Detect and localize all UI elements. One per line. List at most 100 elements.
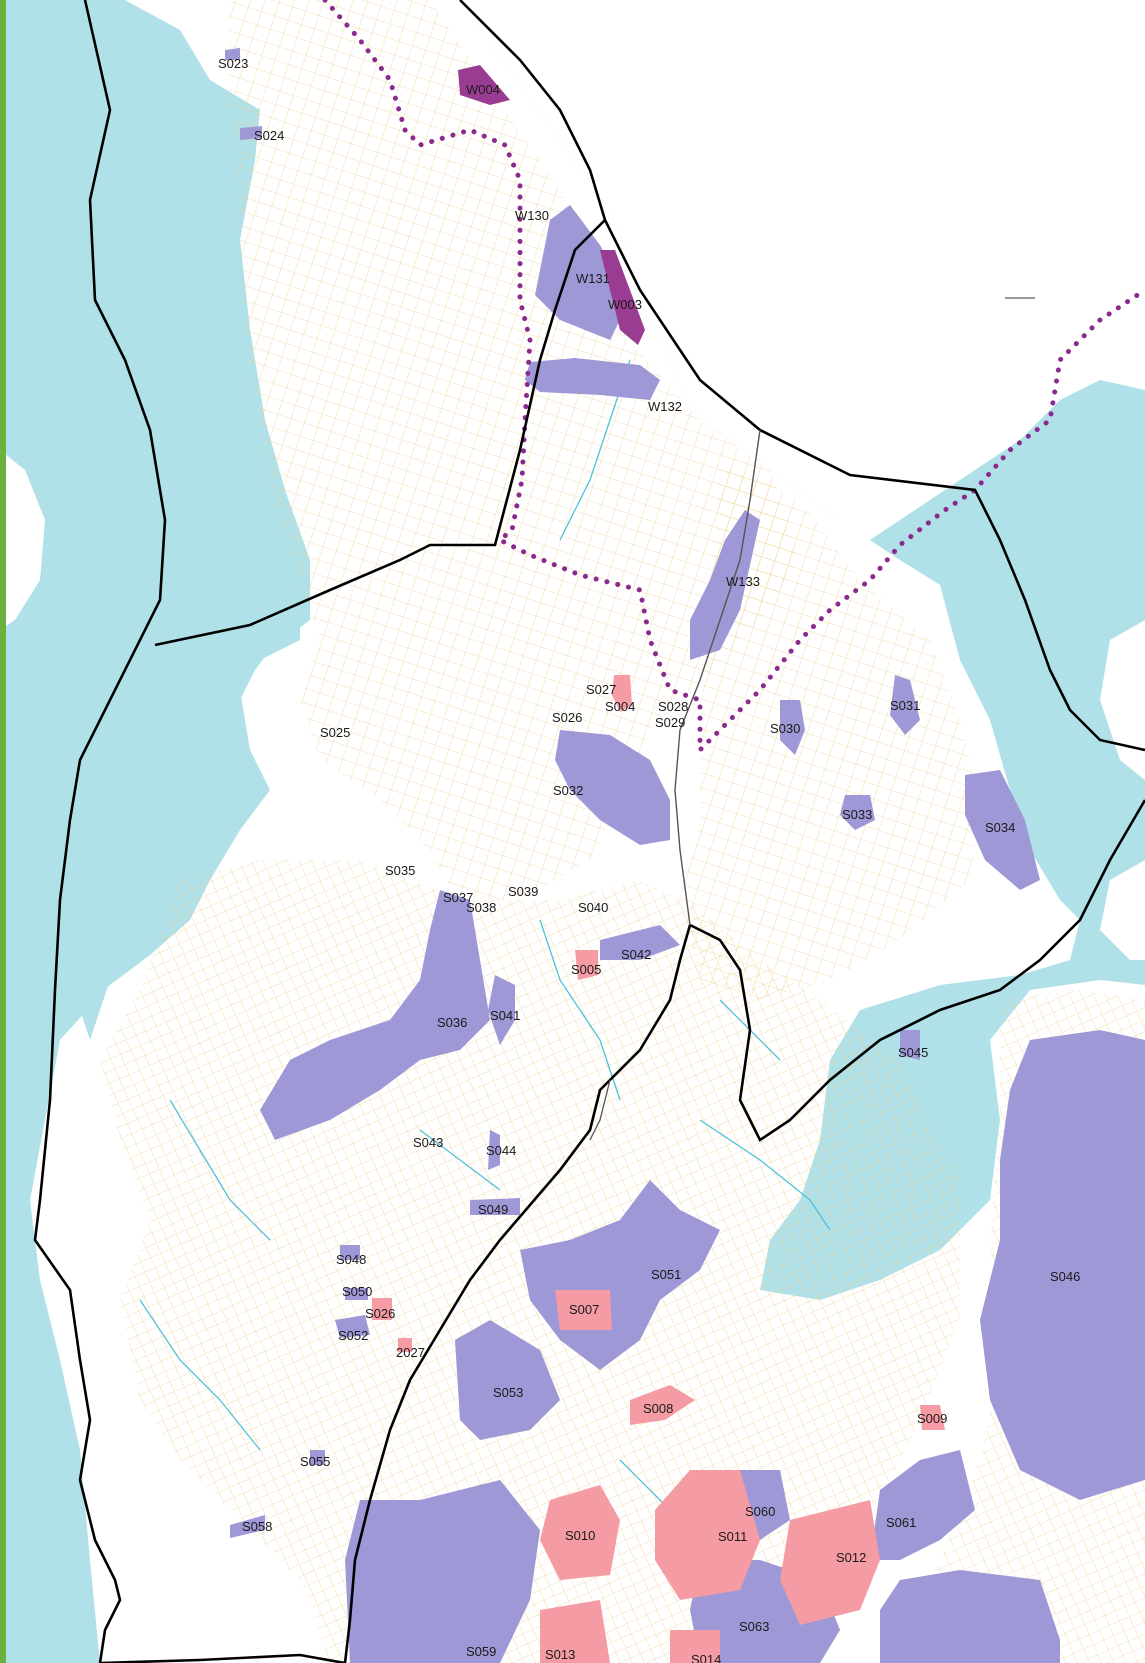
boundary-west-inner xyxy=(154,219,606,647)
site-s052[interactable] xyxy=(335,1315,370,1338)
admin-boundaries xyxy=(33,0,1145,1663)
boundary-south-bottom xyxy=(99,1653,346,1663)
site-s041[interactable] xyxy=(488,975,515,1045)
label-s048: S048 xyxy=(336,1252,366,1267)
ward-boundary-dotted xyxy=(322,0,1145,757)
label-s060: S060 xyxy=(745,1504,775,1519)
site-s055[interactable] xyxy=(310,1450,325,1465)
label-w004: W004 xyxy=(466,82,500,97)
label-s026: S026 xyxy=(552,710,582,725)
label-s034: S034 xyxy=(985,820,1015,835)
stream-2 xyxy=(539,919,621,1101)
label-s026-south: S026 xyxy=(365,1306,395,1321)
site-s012[interactable] xyxy=(780,1500,880,1625)
label-w003: W003 xyxy=(608,297,642,312)
site-s023[interactable] xyxy=(225,48,240,60)
site-w003[interactable] xyxy=(600,250,645,345)
label-s055: S055 xyxy=(300,1454,330,1469)
site-s013[interactable] xyxy=(540,1600,610,1663)
site-s061[interactable] xyxy=(870,1450,975,1560)
site-s034[interactable] xyxy=(965,770,1040,890)
label-s037: S037 xyxy=(443,890,473,905)
site-s009[interactable] xyxy=(920,1405,945,1430)
label-s035: S035 xyxy=(385,863,415,878)
site-s031[interactable] xyxy=(890,675,920,735)
sites-magenta xyxy=(458,65,645,345)
site-s005[interactable] xyxy=(575,950,598,980)
stream-6 xyxy=(719,999,781,1061)
label-s036: S036 xyxy=(437,1015,467,1030)
site-s048[interactable] xyxy=(340,1245,360,1260)
site-s063-east[interactable] xyxy=(880,1570,1060,1663)
label-s014: S014 xyxy=(691,1652,721,1663)
site-w132[interactable] xyxy=(525,358,660,400)
stream-5 xyxy=(699,1119,831,1231)
label-s045: S045 xyxy=(898,1045,928,1060)
label-s004: S004 xyxy=(605,699,635,714)
label-s040: S040 xyxy=(578,900,608,915)
label-s009: S009 xyxy=(917,1411,947,1426)
label-s023: S023 xyxy=(218,56,248,71)
site-s053[interactable] xyxy=(455,1320,560,1440)
label-w131: W131 xyxy=(576,271,610,286)
label-s030: S030 xyxy=(770,721,800,736)
site-s030[interactable] xyxy=(780,700,805,755)
site-s014[interactable] xyxy=(670,1630,720,1663)
site-s049[interactable] xyxy=(470,1198,520,1215)
land-east-strip xyxy=(1100,620,1145,780)
stream-3 xyxy=(169,1099,271,1241)
label-s049: S049 xyxy=(478,1202,508,1217)
label-2027: 2027 xyxy=(396,1345,425,1360)
label-s053: S053 xyxy=(493,1385,523,1400)
label-s031: S031 xyxy=(890,698,920,713)
site-s026-pink[interactable] xyxy=(372,1298,392,1320)
label-s052: S052 xyxy=(338,1328,368,1343)
site-s011[interactable] xyxy=(655,1470,760,1600)
label-s024: S024 xyxy=(254,128,284,143)
label-s027: S027 xyxy=(586,682,616,697)
label-s010: S010 xyxy=(565,1528,595,1543)
label-s013: S013 xyxy=(545,1647,575,1662)
site-s032[interactable] xyxy=(555,730,670,845)
site-s042[interactable] xyxy=(600,925,680,960)
site-s058[interactable] xyxy=(230,1515,265,1538)
label-s025: S025 xyxy=(320,725,350,740)
road-network-east xyxy=(680,460,980,1000)
site-w004[interactable] xyxy=(458,65,510,105)
site-w131[interactable] xyxy=(535,205,630,340)
site-s050[interactable] xyxy=(345,1288,368,1300)
site-s027[interactable] xyxy=(612,675,632,712)
label-s061: S061 xyxy=(886,1515,916,1530)
label-s038: S038 xyxy=(466,900,496,915)
boundary-north-central xyxy=(459,0,1145,752)
label-s058: S058 xyxy=(242,1519,272,1534)
site-s044[interactable] xyxy=(488,1130,500,1170)
label-s028: S028 xyxy=(658,699,688,714)
boundary-central-railway xyxy=(343,924,692,1663)
stream-7 xyxy=(419,1129,501,1191)
label-s063: S063 xyxy=(739,1619,769,1634)
site-s059[interactable] xyxy=(345,1480,540,1663)
site-2027[interactable] xyxy=(398,1338,412,1352)
site-s046[interactable] xyxy=(980,1030,1145,1500)
label-s059: S059 xyxy=(466,1644,496,1659)
label-s029: S029 xyxy=(655,715,685,730)
label-s041: S041 xyxy=(490,1008,520,1023)
label-s051: S051 xyxy=(651,1267,681,1282)
site-s033[interactable] xyxy=(840,795,875,830)
site-s007[interactable] xyxy=(555,1290,612,1330)
site-s045[interactable] xyxy=(900,1030,920,1060)
land-north-east xyxy=(460,0,1145,560)
road-network-north xyxy=(228,0,800,900)
label-s043: S043 xyxy=(413,1135,443,1150)
site-s024[interactable] xyxy=(240,126,262,140)
label-w133: W133 xyxy=(726,574,760,589)
label-w130: W130 xyxy=(515,208,549,223)
site-s008[interactable] xyxy=(630,1385,695,1425)
label-s033: S033 xyxy=(842,807,872,822)
boundary-central-south xyxy=(689,799,1145,1142)
site-s010[interactable] xyxy=(540,1485,620,1580)
site-s036[interactable] xyxy=(260,890,490,1140)
